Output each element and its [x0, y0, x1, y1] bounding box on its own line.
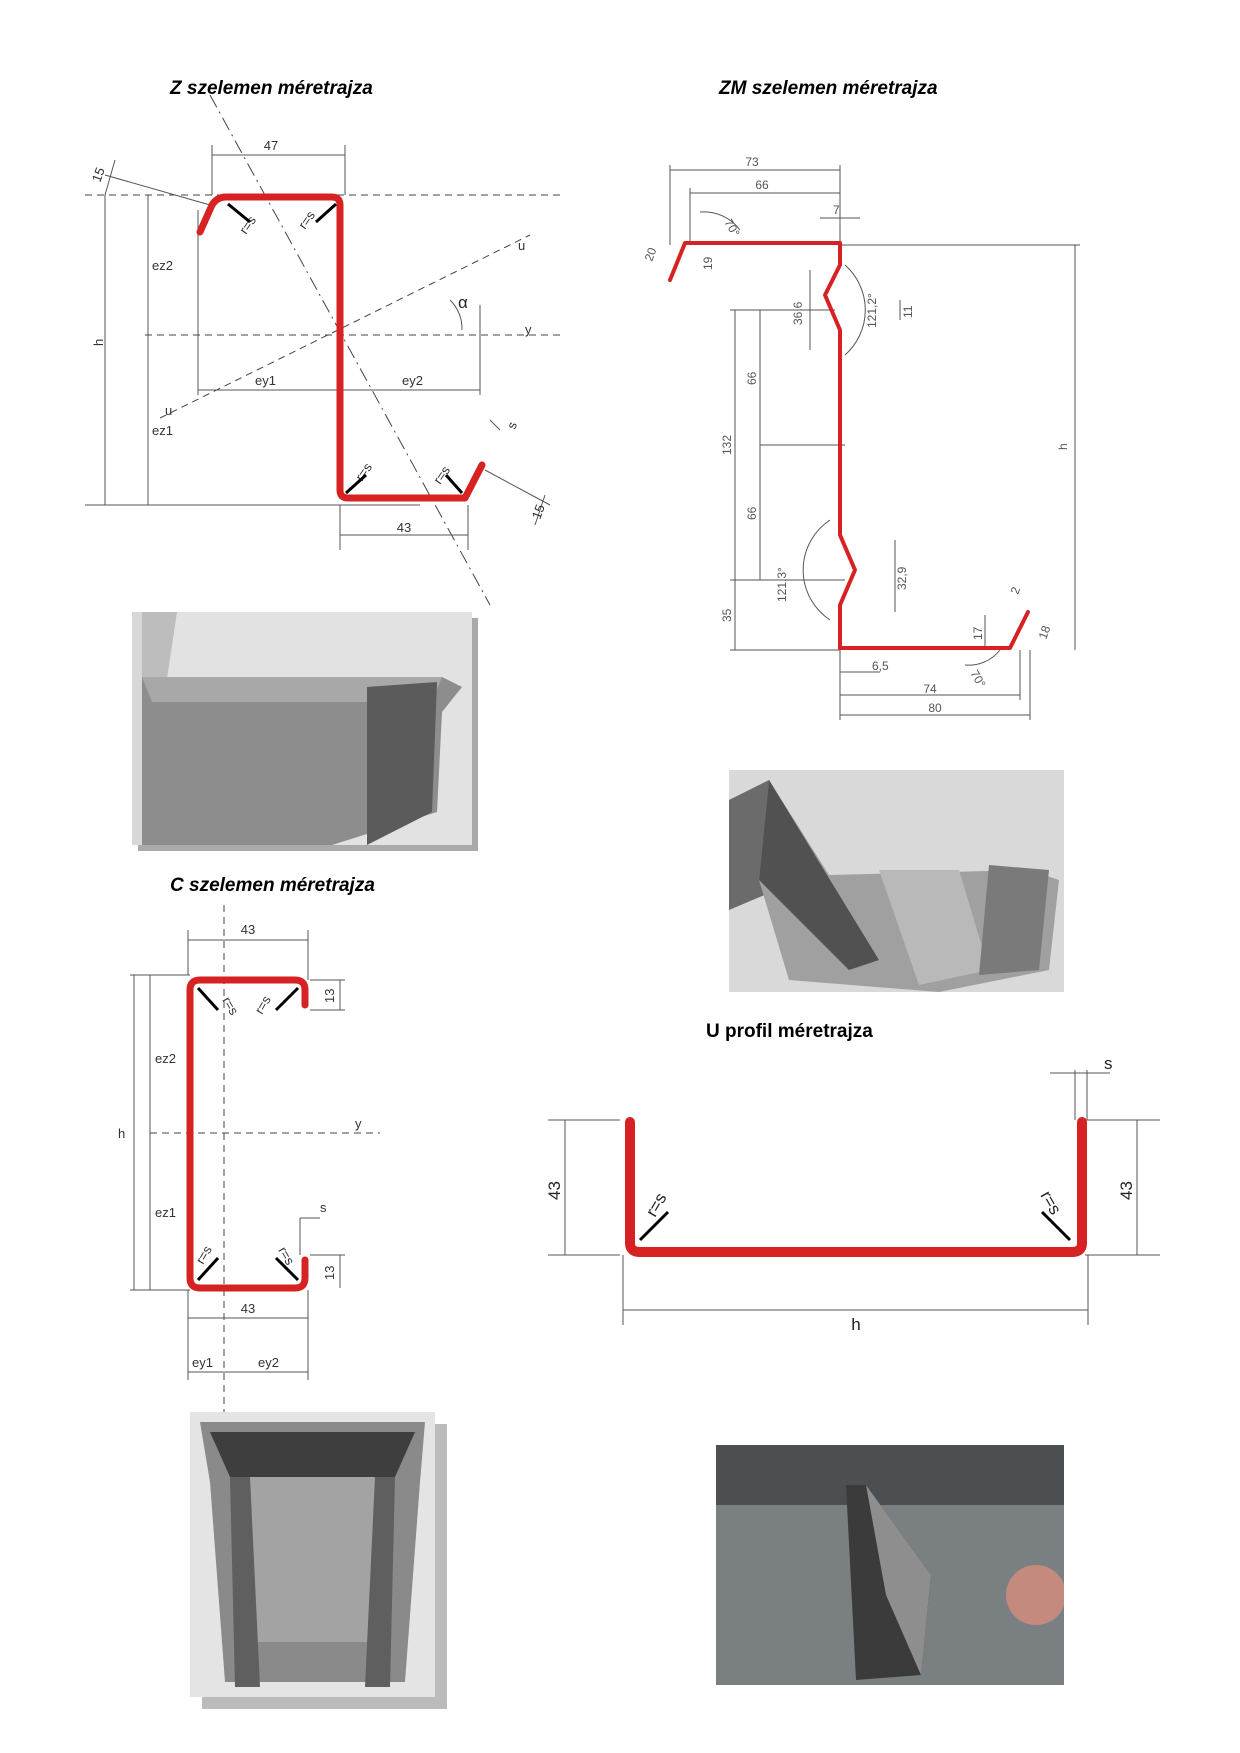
c-profile-photo: [190, 1412, 435, 1697]
c-label-y: y: [355, 1116, 362, 1131]
zm-label-32-9: 32,9: [895, 566, 909, 590]
z-radius-arrow-1: [227, 202, 251, 224]
zm-label-7: 7: [833, 203, 840, 217]
zm-label-2: 2: [1008, 585, 1024, 596]
z-label-u-top: u: [518, 238, 525, 253]
zm-label-35: 35: [720, 608, 734, 622]
c-label-ey1: ey1: [192, 1355, 213, 1370]
zm-label-17: 17: [971, 626, 985, 640]
zm-label-18: 18: [1036, 623, 1054, 641]
z-label-ey1: ey1: [255, 373, 276, 388]
u-label-h: h: [851, 1315, 860, 1334]
zm-label-20: 20: [642, 245, 660, 263]
z-radius-arrow-4: [444, 474, 464, 494]
z-label-lip-bottom: 15: [529, 502, 548, 521]
z-label-h: h: [91, 339, 106, 346]
z-label-lip-top: 15: [89, 165, 108, 184]
u-profile-title: U profil méretrajza: [706, 1021, 873, 1042]
zm-profile-photo: [729, 770, 1064, 992]
z-profile-title: Z szelemen méretrajza: [170, 78, 373, 99]
z-alpha-arc: [449, 299, 463, 331]
u-label-s: s: [1104, 1054, 1113, 1073]
zm-label-74: 74: [923, 682, 937, 696]
z-radius-arrow-3: [344, 473, 368, 495]
z-label-43: 43: [397, 520, 411, 535]
zm-label-73: 73: [745, 155, 759, 169]
u-profile-shape: [625, 1117, 1087, 1257]
c-radius-arrow-4: [274, 1256, 300, 1282]
z-label-ez2: ez2: [152, 258, 173, 273]
z-radius-arrow-2: [314, 202, 338, 224]
zm-label-132: 132: [720, 435, 734, 455]
u-radius-arrow-right: [1040, 1210, 1072, 1242]
c-label-43-top: 43: [241, 922, 255, 937]
zm-label-121-2: 121,2°: [865, 293, 879, 328]
zm-profile-title: ZM szelemen méretrajza: [719, 78, 938, 99]
zm-label-h: h: [1056, 443, 1070, 450]
z-profile-photo: [132, 612, 472, 845]
zm-label-19: 19: [701, 256, 715, 270]
zm-label-36-6: 36,6: [791, 301, 805, 325]
u-profile-photo: [716, 1445, 1064, 1685]
u-label-43-left: 43: [545, 1181, 564, 1200]
zm-label-80: 80: [928, 701, 942, 715]
c-radius-arrow-2: [274, 986, 300, 1012]
zm-profile-shape: [668, 241, 1030, 650]
z-label-y: y: [525, 322, 532, 337]
c-profile-title: C szelemen méretrajza: [170, 875, 375, 896]
c-label-13-bottom: 13: [322, 1266, 337, 1280]
c-label-43-bottom: 43: [241, 1301, 255, 1316]
z-label-ez1: ez1: [152, 423, 173, 438]
zm-label-66-a: 66: [745, 371, 759, 385]
c-label-13-top: 13: [322, 989, 337, 1003]
z-principal-axis-line: [209, 94, 491, 606]
z-label-s: s: [504, 419, 520, 431]
z-label-ey2: ey2: [402, 373, 423, 388]
zm-label-121-3: 121,3°: [775, 567, 789, 602]
c-label-ez1: ez1: [155, 1205, 176, 1220]
u-radius-arrow-left: [638, 1210, 670, 1242]
c-label-h: h: [118, 1126, 125, 1141]
zm-label-66-b: 66: [745, 506, 759, 520]
c-label-ey2: ey2: [258, 1355, 279, 1370]
zm-label-6-5: 6,5: [872, 659, 889, 673]
c-radius-arrow-1: [196, 986, 220, 1012]
z-label-alpha: α: [458, 293, 468, 312]
z-label-u-bottom: u: [165, 403, 172, 418]
zm-label-11: 11: [901, 305, 915, 318]
z-label-47: 47: [264, 138, 278, 153]
z-u-axis-line: [159, 234, 531, 419]
u-label-43-right: 43: [1117, 1181, 1136, 1200]
c-radius-arrow-3: [196, 1256, 220, 1282]
zm-label-66-top: 66: [755, 178, 769, 192]
c-label-ez2: ez2: [155, 1051, 176, 1066]
u-radius-label-right: r=s: [1037, 1188, 1066, 1218]
c-label-s: s: [320, 1200, 327, 1215]
c-profile-shape: [186, 976, 309, 1292]
z-profile-shape: [196, 193, 486, 502]
